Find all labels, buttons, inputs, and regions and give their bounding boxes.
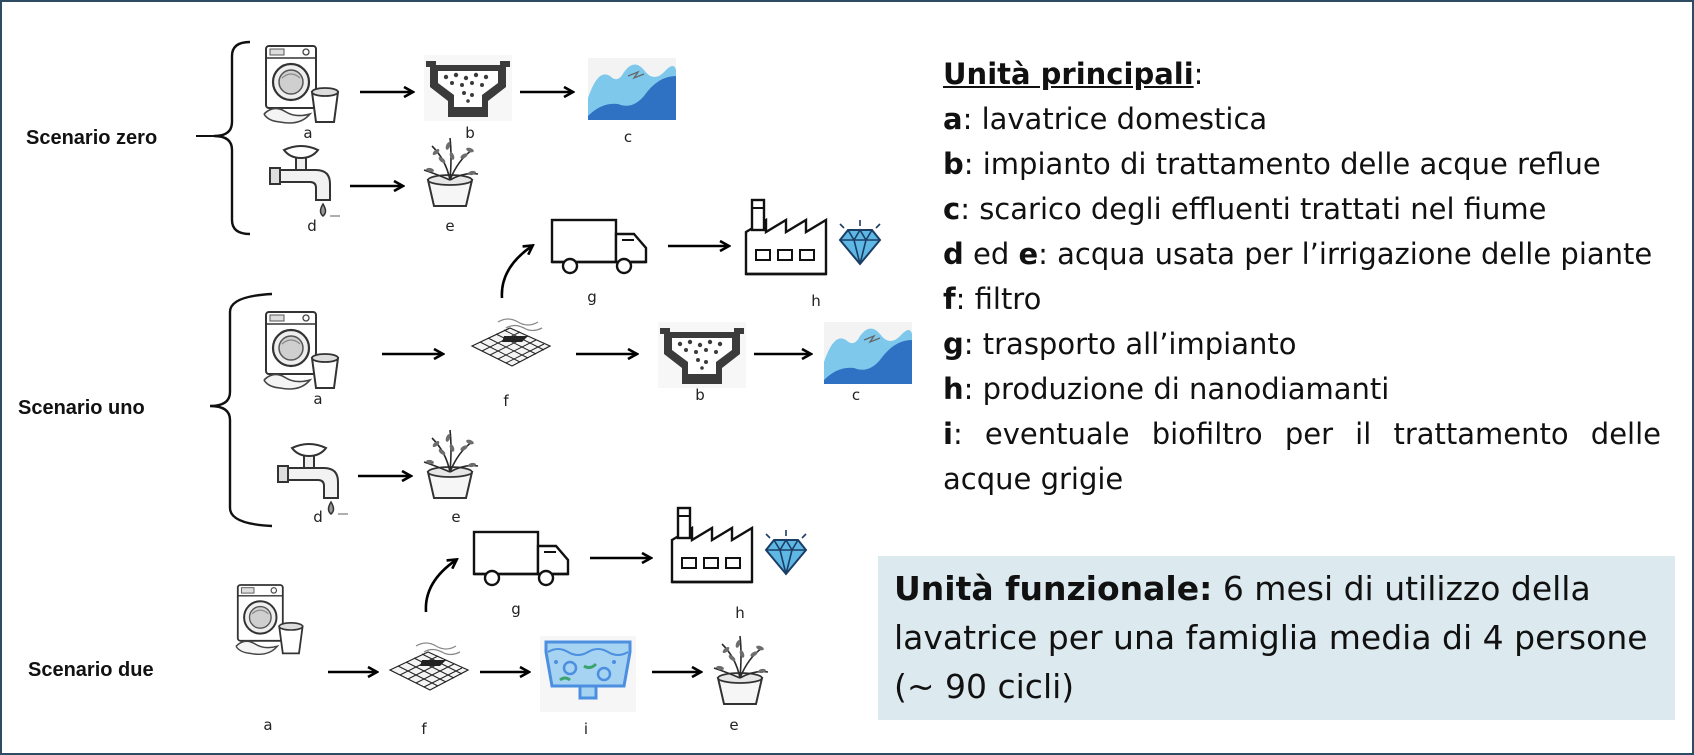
legend-item-a: a: lavatrice domestica [943,97,1661,142]
legend-text: : scarico degli effluenti trattati nel f… [960,192,1547,226]
truck-icon [550,218,648,275]
legend-key: d [943,237,964,271]
legend-text: : trasporto all’impianto [963,327,1297,361]
unit-label-d: d [307,217,317,235]
legend-item-c: c: scarico degli effluenti trattati nel … [943,187,1661,232]
unit-label-h: h [811,292,821,310]
legend-key: f [943,282,956,316]
functional-unit-label: Unità funzionale: [894,569,1213,608]
washing-machine-icon [235,584,304,656]
unit-label-i: i [584,720,588,738]
unit-label-e: e [445,217,454,235]
unit-label-b: b [465,124,475,142]
legend-key: h [943,372,964,406]
legend-item-i: i: eventuale biofiltro per il trattament… [943,412,1661,457]
legend-item-d-e: d ed e: acqua usata per l’irrigazione de… [943,232,1661,277]
scenario-uno-label: Scenario uno [18,397,145,419]
legend-title: Unità principali [943,57,1194,91]
legend-key: g [943,327,964,361]
legend-text: : lavatrice domestica [962,102,1268,136]
truck-icon [472,530,570,587]
functional-unit-box: Unità funzionale: 6 mesi di utilizzo del… [878,556,1675,720]
legend-item-i-cont: acque grigie [943,457,1661,502]
legend-heading: Unità principali: [943,52,1661,97]
legend-key: b [943,147,964,181]
legend-text: ed [963,237,1019,271]
legend-text: : eventuale biofiltro per il trattamento… [952,417,1661,451]
curved-arrow [500,246,532,299]
plant-icon [713,635,769,705]
legend-text: : produzione di nanodiamanti [963,372,1390,406]
unit-label-g: g [587,288,597,306]
curved-arrow [424,560,456,613]
washing-machine-icon [262,310,340,391]
functional-unit-description: 6 mesi di utilizzo della lavatrice per u… [894,569,1648,706]
unit-label-f: f [421,720,427,738]
legend: Unità principali: a: lavatrice domestica… [943,52,1661,502]
washing-machine-icon [262,44,340,125]
legend-item-b: b: impianto di trattamento delle acque r… [943,142,1661,187]
faucet-icon [277,443,349,515]
river-icon [823,321,913,385]
legend-text: : acqua usata per l’irrigazione delle pi… [1038,237,1653,271]
filter-icon [389,642,469,691]
legend-text: acque grigie [943,462,1124,496]
unit-label-d: d [313,508,323,526]
plant-icon [423,137,479,207]
legend-key: i [943,417,953,451]
legend-item-h: h: produzione di nanodiamanti [943,367,1661,412]
legend-key: e [1018,237,1039,271]
unit-label-c: c [624,128,632,146]
unit-label-c: c [852,386,860,404]
brace-scenario-uno [209,292,273,528]
unit-label-a: a [263,716,272,734]
treatment-plant-icon [424,55,512,121]
faucet-icon [269,145,341,217]
diamond-icon [839,219,881,265]
legend-key: a [943,102,963,136]
factory-icon [670,506,754,584]
plant-icon [423,429,479,499]
unit-label-b: b [695,386,705,404]
unit-label-e: e [729,716,738,734]
river-icon [587,57,677,121]
biofilter-icon [538,634,638,714]
unit-label-g: g [511,600,521,618]
factory-icon [744,198,828,276]
unit-label-a: a [313,390,322,408]
legend-title-colon: : [1193,57,1204,91]
filter-icon [471,318,551,367]
unit-label-f: f [503,392,509,410]
legend-item-g: g: trasporto all’impianto [943,322,1661,367]
treatment-plant-icon [658,322,746,388]
legend-item-f: f: filtro [943,277,1661,322]
legend-key: c [943,192,961,226]
functional-unit-text: Unità funzionale: 6 mesi di utilizzo del… [894,564,1664,711]
legend-text: : filtro [955,282,1042,316]
unit-label-h: h [735,604,745,622]
scenario-due-label: Scenario due [28,659,154,681]
unit-label-a: a [303,124,312,142]
brace-scenario-zero [213,40,251,236]
unit-label-e: e [451,508,460,526]
legend-text: : impianto di trattamento delle acque re… [963,147,1601,181]
scenario-zero-label: Scenario zero [26,127,157,149]
diamond-icon [765,529,807,575]
